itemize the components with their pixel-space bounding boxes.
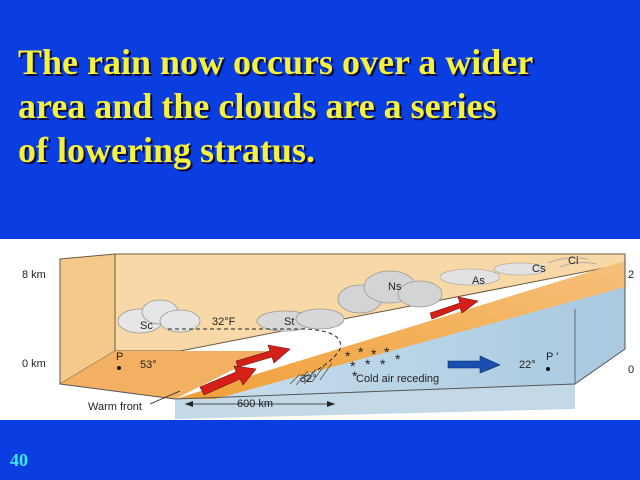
- axis-8km-label: 8 km: [22, 269, 46, 281]
- axis-0km-label: 0 km: [22, 358, 46, 370]
- label-p: P: [116, 351, 123, 363]
- stratus-cloud: [256, 308, 345, 332]
- axis-right-bottom-label: 0: [628, 364, 634, 376]
- slide-title: The rain now occurs over a wider area an…: [18, 40, 633, 172]
- svg-text:*: *: [365, 356, 371, 372]
- svg-text:*: *: [345, 348, 351, 364]
- label-as: As: [472, 275, 485, 287]
- title-line-2: area and the clouds are a series: [18, 86, 497, 126]
- svg-text:*: *: [352, 368, 358, 384]
- svg-text:*: *: [358, 344, 364, 360]
- warm-front-pointer: [149, 390, 181, 405]
- cold-air-arrow: [447, 355, 501, 374]
- svg-text:*: *: [395, 351, 401, 367]
- cirrus-cloud: [547, 257, 597, 268]
- warm-air-arrow-middle: [235, 344, 291, 368]
- title-line-3: of lowering stratus.: [18, 130, 315, 170]
- slide-number: 40: [10, 450, 28, 470]
- warm-air-surface: [60, 351, 270, 399]
- svg-text:*: *: [384, 344, 390, 360]
- rain-streaks: [289, 362, 333, 386]
- axis-right-top-label: 2: [628, 269, 634, 281]
- label-32: 32°: [300, 373, 317, 385]
- snow-symbols: *** *** ***: [345, 344, 401, 384]
- altostratus-cloud: [439, 262, 547, 286]
- label-warm-front: Warm front: [88, 401, 142, 413]
- point-p: [117, 366, 121, 370]
- label-cs: Cs: [532, 263, 546, 275]
- label-st: St: [284, 316, 294, 328]
- freezing-line: [168, 328, 342, 380]
- title-line-1: The rain now occurs over a wider: [18, 42, 534, 82]
- label-ci: Ci: [568, 255, 578, 267]
- distance-arrow-right: [327, 401, 335, 407]
- label-53: 53°: [140, 359, 157, 371]
- label-ns: Ns: [388, 281, 402, 293]
- label-distance: 600 km: [237, 398, 273, 410]
- warm-air-arrow-upper: [429, 296, 479, 320]
- point-p-prime: [546, 367, 550, 371]
- nimbostratus-cloud: [337, 270, 443, 314]
- distance-arrow-left: [185, 401, 193, 407]
- label-sc: Sc: [140, 320, 153, 332]
- frontal-surface: [175, 261, 625, 399]
- svg-text:*: *: [350, 358, 356, 374]
- svg-text:*: *: [371, 346, 377, 362]
- label-32f: 32°F: [212, 316, 236, 328]
- label-cold-air: Cold air receding: [356, 373, 439, 385]
- warm-air-arrow-left: [199, 365, 257, 396]
- svg-text:*: *: [380, 356, 386, 372]
- label-22: 22°: [519, 359, 536, 371]
- warm-front-cross-section: *** *** *** 8 km 0 km 2 0 Sc 32°F: [22, 253, 634, 419]
- label-p-prime: P ': [546, 351, 558, 363]
- stratocumulus-cloud: [117, 299, 201, 334]
- warm-front-diagram: *** *** *** 8 km 0 km 2 0 Sc 32°F: [0, 239, 640, 420]
- cold-air-front-face: [175, 384, 575, 419]
